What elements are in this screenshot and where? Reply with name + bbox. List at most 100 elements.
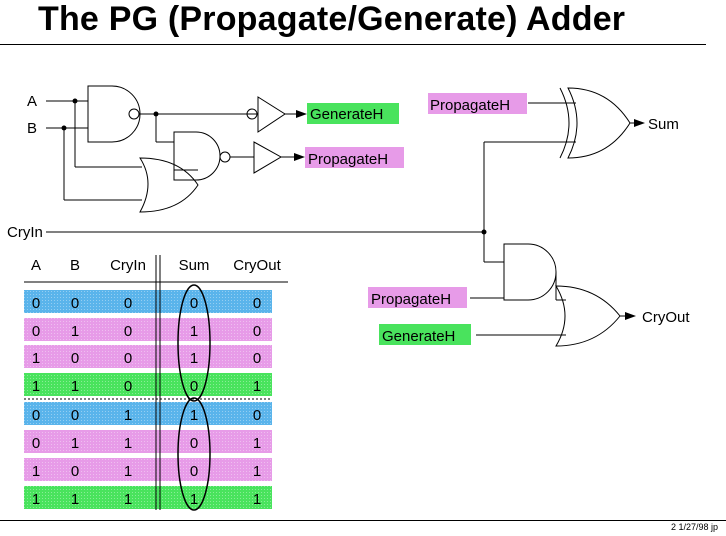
- table-header: B: [70, 257, 80, 274]
- table-cell: 1: [253, 435, 261, 452]
- arrow-propagate: [294, 153, 305, 161]
- table-cell: 0: [124, 378, 132, 395]
- label-cryin: CryIn: [7, 224, 43, 241]
- table-cell: 0: [124, 295, 132, 312]
- row-dither: [24, 402, 272, 425]
- row-dither: [24, 290, 272, 313]
- table-cell: 0: [190, 463, 198, 480]
- table-cell: 1: [32, 350, 40, 367]
- table-cell: 0: [253, 407, 261, 424]
- generate-out-highlight: [307, 103, 399, 124]
- table-cell: 0: [253, 295, 261, 312]
- row-dither: [24, 430, 272, 453]
- or-gate-carry: [555, 285, 621, 347]
- table-cell: 0: [32, 323, 40, 340]
- table-cell: 1: [124, 463, 132, 480]
- table-cell: 0: [71, 407, 79, 424]
- arrow-sum: [634, 119, 645, 127]
- table-cell: 0: [32, 295, 40, 312]
- row-dither: [24, 345, 272, 368]
- table-cell: 0: [32, 435, 40, 452]
- table-cell: 1: [32, 463, 40, 480]
- nand-gate-bottom: [173, 131, 221, 181]
- table-cell: 1: [253, 491, 261, 508]
- table-header: Sum: [179, 257, 210, 274]
- table-header: CryIn: [110, 257, 146, 274]
- xor-back-curve: [559, 87, 570, 159]
- truth-table: A B CryIn Sum CryOut 0 0 0 0 0 0 1 0 1 0 1 0 0 1 0 1 1 0 0 1 0 0 1 1…: [24, 255, 288, 511]
- table-cell: 1: [124, 407, 132, 424]
- row-dither: [24, 486, 272, 509]
- title-rule: [0, 44, 706, 45]
- table-cell: 0: [71, 295, 79, 312]
- or-gate-ab: [139, 157, 199, 213]
- table-cell: 0: [124, 323, 132, 340]
- table-cell: 1: [71, 323, 79, 340]
- table-cell: 1: [32, 491, 40, 508]
- page-title: The PG (Propagate/Generate) Adder: [38, 0, 626, 38]
- table-header: CryOut: [233, 257, 281, 274]
- arrow-cryout: [625, 312, 636, 320]
- buffer-generate-bubble: [246, 108, 258, 120]
- label-sum: Sum: [648, 116, 679, 133]
- table-cell: 0: [253, 323, 261, 340]
- junction-a: [72, 98, 78, 104]
- xor-gate-sum: [567, 87, 631, 159]
- buffer-propagate: [253, 141, 283, 174]
- label-propagate-sum: PropagateH: [430, 97, 510, 114]
- nand-gate-top: [87, 85, 141, 143]
- table-cell: 1: [253, 378, 261, 395]
- table-cell: 1: [71, 491, 79, 508]
- table-cell: 0: [124, 350, 132, 367]
- sum-circuit: [483, 87, 636, 232]
- propagate-out-highlight: [305, 147, 404, 168]
- row-dither: [24, 458, 272, 481]
- junction-cryin: [481, 229, 487, 235]
- label-propagate-out: PropagateH: [308, 151, 388, 168]
- junction-nand: [153, 111, 159, 117]
- nand-bubble-bottom: [219, 151, 231, 163]
- label-generate-carry: GenerateH: [382, 328, 455, 345]
- row-dither: [24, 318, 272, 341]
- table-cell: 1: [32, 378, 40, 395]
- propagate-carry-highlight: [368, 287, 467, 308]
- row-dither: [24, 373, 272, 396]
- label-a: A: [27, 93, 37, 110]
- table-cell: 0: [253, 350, 261, 367]
- table-cell: 0: [190, 435, 198, 452]
- sum-ellipse-bottom: [177, 397, 211, 511]
- label-propagate-carry: PropagateH: [371, 291, 451, 308]
- carry-circuit: [470, 243, 626, 347]
- propagate-sum-highlight: [428, 93, 527, 114]
- table-cell: 1: [190, 350, 198, 367]
- table-cell: 1: [71, 378, 79, 395]
- table-cell: 1: [190, 407, 198, 424]
- label-generate-out: GenerateH: [310, 106, 383, 123]
- table-cell: 0: [71, 463, 79, 480]
- cryin-wires: [46, 231, 504, 263]
- table-header: A: [31, 257, 41, 274]
- table-cell: 1: [190, 491, 198, 508]
- table-cell: 0: [32, 407, 40, 424]
- table-cell: 0: [190, 295, 198, 312]
- table-cell: 1: [124, 491, 132, 508]
- junction-b: [61, 125, 67, 131]
- table-cell: 0: [190, 378, 198, 395]
- table-cell: 1: [124, 435, 132, 452]
- footer-rule: [0, 520, 726, 521]
- label-cryout: CryOut: [642, 309, 690, 326]
- arrow-generate: [296, 110, 307, 118]
- table-cell: 0: [71, 350, 79, 367]
- buffer-generate: [257, 96, 286, 133]
- generate-carry-highlight: [379, 324, 471, 345]
- table-cell: 1: [71, 435, 79, 452]
- label-b: B: [27, 120, 37, 137]
- table-cell: 1: [190, 323, 198, 340]
- nand-bubble-top: [128, 108, 140, 120]
- and-gate-carry: [503, 243, 557, 301]
- table-cell: 1: [253, 463, 261, 480]
- slide-footer: 2 1/27/98 jp: [670, 522, 718, 532]
- sum-ellipse-top: [177, 284, 211, 402]
- gp-circuit: [46, 85, 296, 213]
